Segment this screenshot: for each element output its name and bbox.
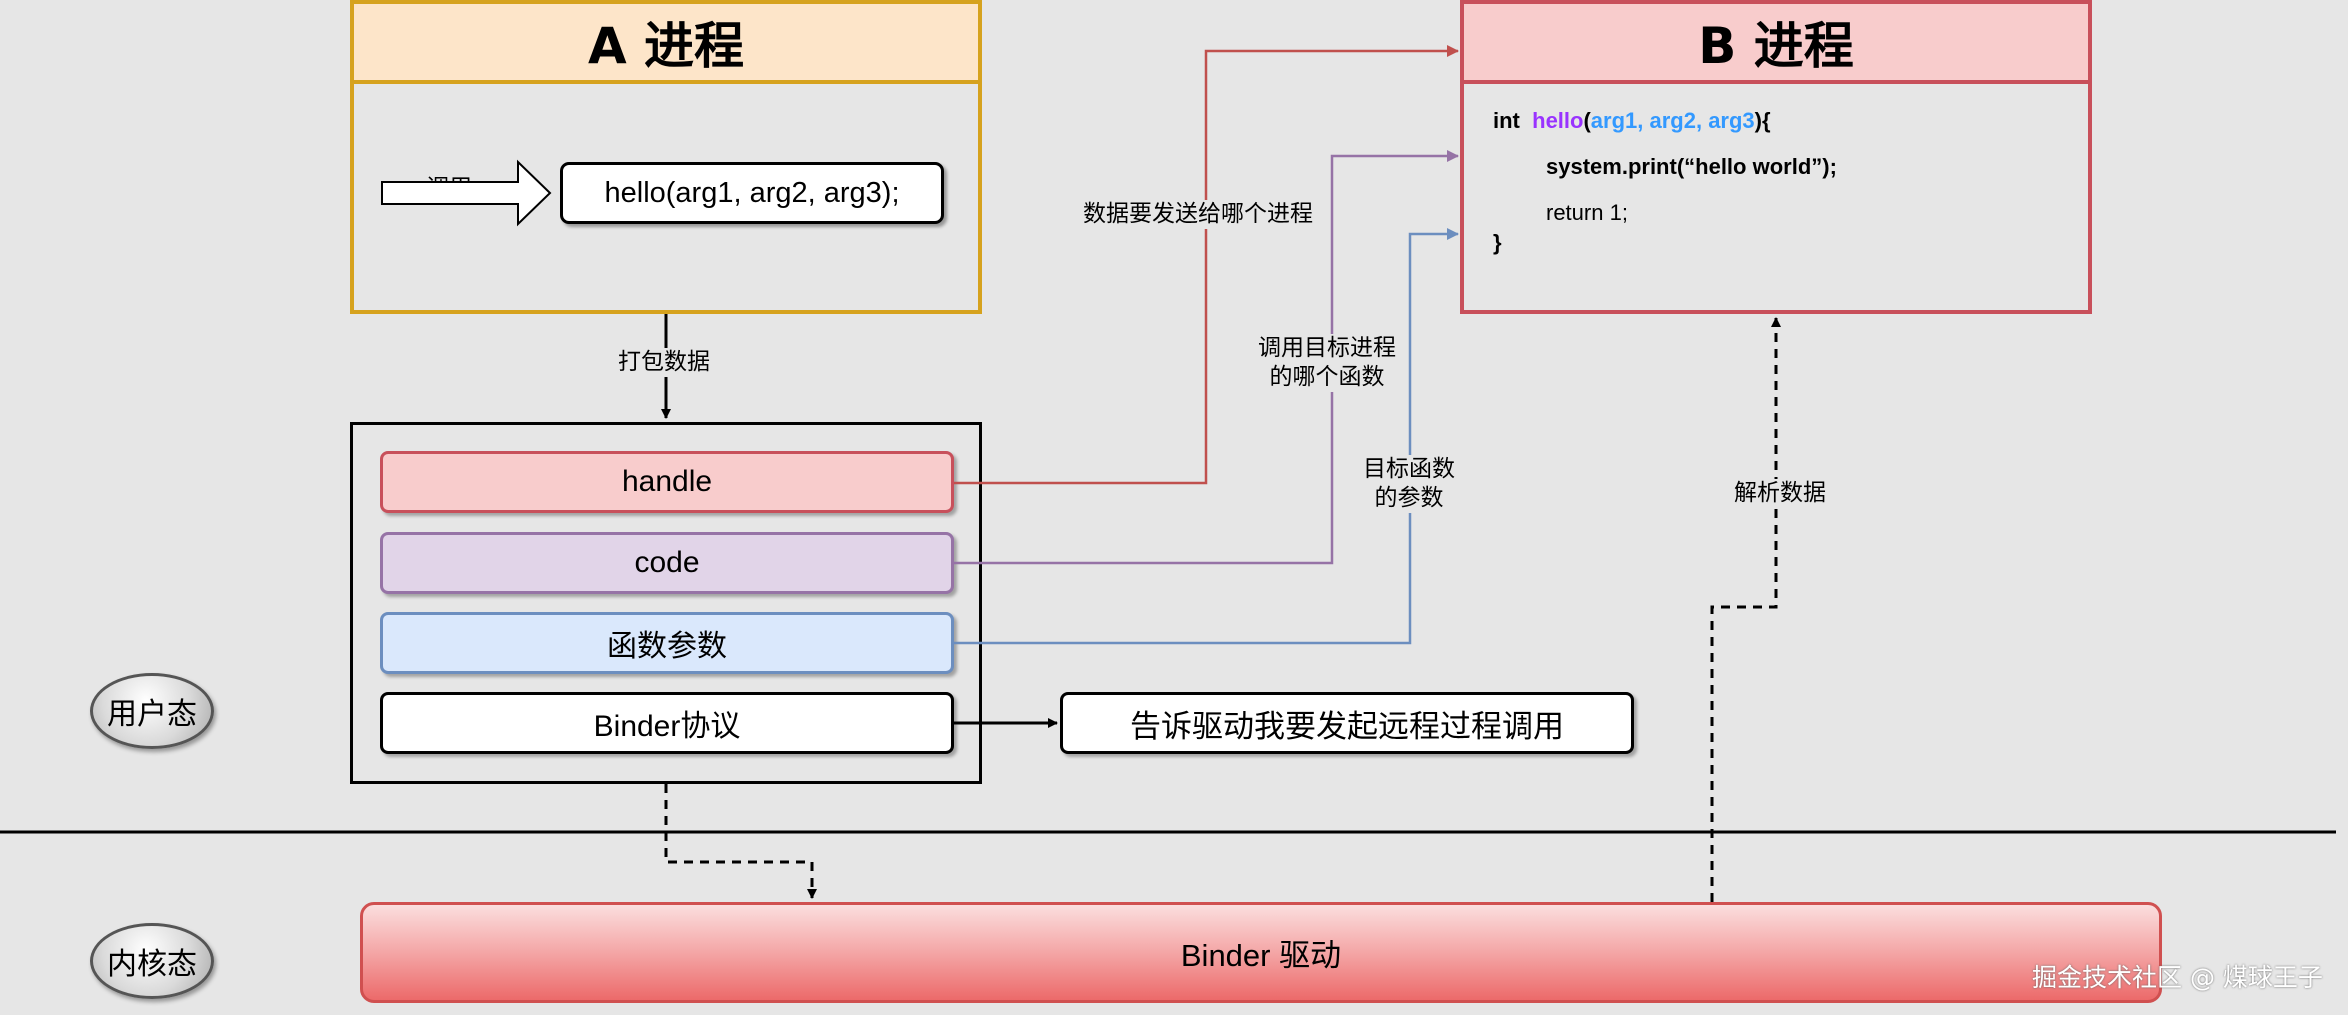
label-target-function-line2: 的哪个函数 bbox=[1269, 363, 1385, 390]
label-target-args-line1: 目标函数 bbox=[1363, 456, 1455, 482]
driver-to-b-dashed bbox=[1710, 317, 1781, 902]
code-line-signature: int hello(arg1, arg2, arg3){ bbox=[1493, 108, 1771, 134]
label-target-function: 调用目标进程 的哪个函数 bbox=[1258, 334, 1396, 392]
code-line-close: } bbox=[1493, 230, 1502, 255]
user-mode-ellipse: 用户态 bbox=[90, 673, 214, 749]
code-keyword-int: int bbox=[1493, 108, 1520, 133]
watermark: 掘金技术社区 @ 煤球王子 bbox=[2032, 963, 2323, 992]
code-function-name: hello bbox=[1532, 108, 1584, 133]
kernel-mode-ellipse: 内核态 bbox=[90, 923, 214, 999]
packet-to-driver-dashed bbox=[664, 784, 817, 899]
call-code-box: hello(arg1, arg2, arg3); bbox=[560, 162, 944, 224]
field-binder-protocol: Binder协议 bbox=[380, 692, 954, 754]
process-a-title: A 进程 bbox=[350, 0, 982, 84]
label-target-process: 数据要发送给哪个进程 bbox=[1083, 200, 1313, 229]
notify-driver-box: 告诉驱动我要发起远程过程调用 bbox=[1060, 692, 1634, 754]
field-params: 函数参数 bbox=[380, 612, 954, 674]
params-to-b-line bbox=[954, 228, 1459, 645]
code-line-print: system.print(“hello world”); bbox=[1546, 154, 1837, 179]
binder-driver: Binder 驱动 bbox=[360, 902, 2162, 1003]
field-code: code bbox=[380, 532, 954, 594]
code-brace-open: ){ bbox=[1754, 108, 1771, 133]
label-parse-data: 解析数据 bbox=[1734, 479, 1826, 508]
handle-to-b-line bbox=[954, 45, 1459, 485]
label-target-args-line2: 的参数 bbox=[1374, 484, 1444, 511]
label-pack-data: 打包数据 bbox=[618, 348, 710, 377]
code-open-paren: ( bbox=[1583, 108, 1591, 133]
code-args: arg1, arg2, arg3 bbox=[1590, 108, 1755, 133]
label-target-function-line1: 调用目标进程 bbox=[1258, 335, 1396, 361]
code-line-return: return 1; bbox=[1546, 200, 1628, 225]
process-b-title: B 进程 bbox=[1460, 0, 2092, 84]
field-handle: handle bbox=[380, 451, 954, 513]
call-arrow bbox=[381, 159, 552, 227]
label-target-args: 目标函数 的参数 bbox=[1363, 455, 1455, 513]
